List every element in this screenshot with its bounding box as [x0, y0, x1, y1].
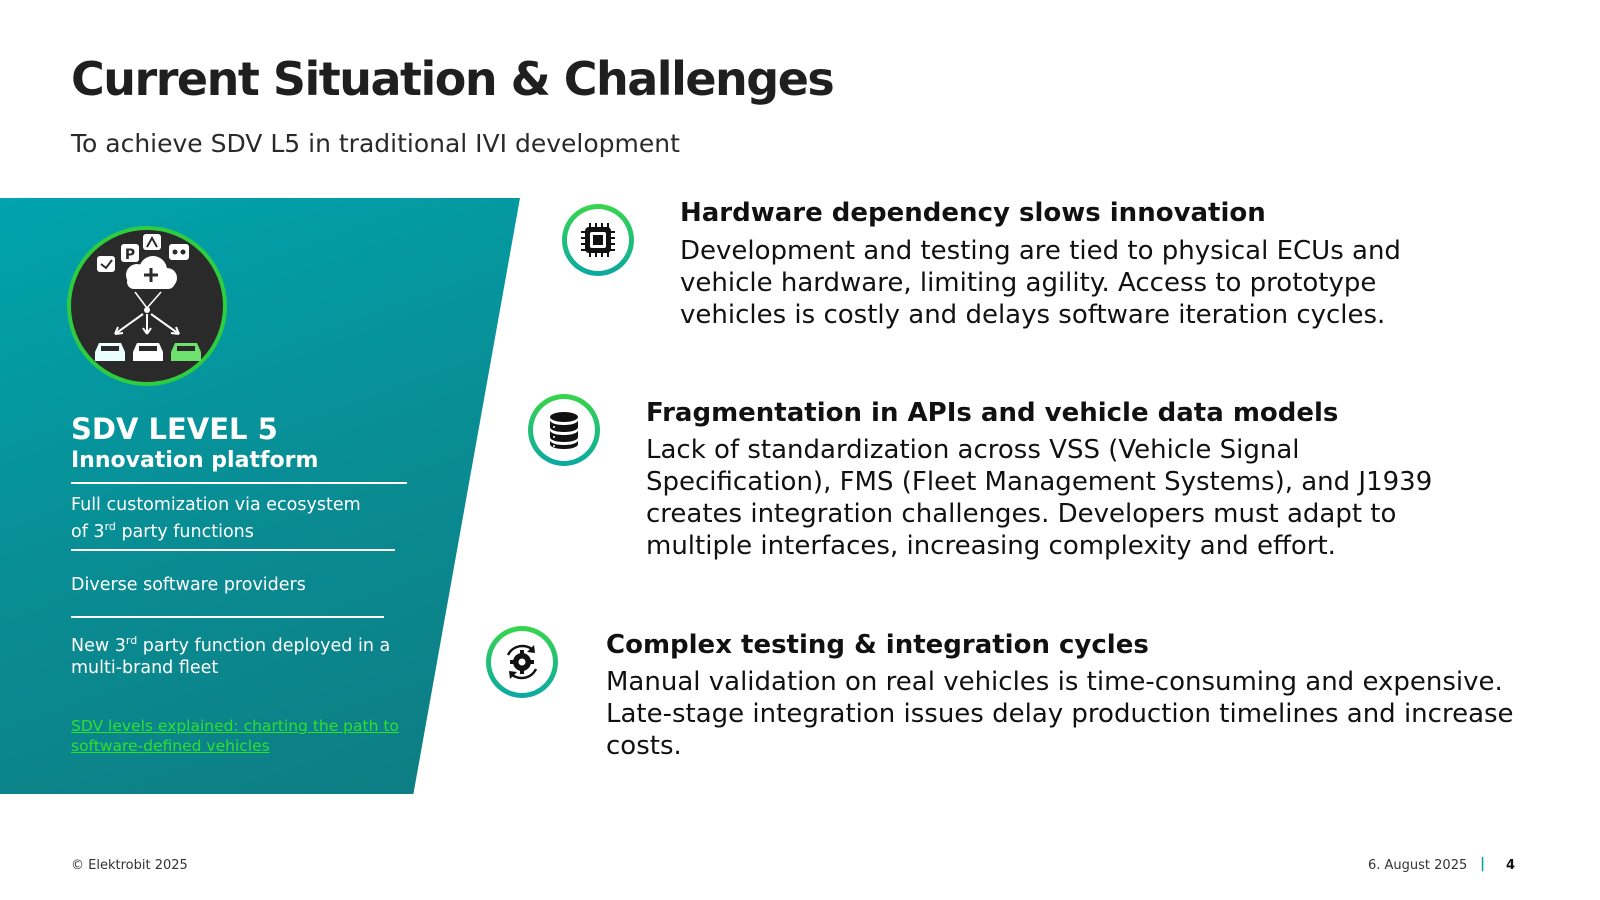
footer-copyright: © Elektrobit 2025	[71, 858, 188, 873]
page-number: 4	[1506, 858, 1516, 873]
panel-item-deployment: New 3rd party function deployed in a mul…	[71, 634, 391, 678]
slide-title: Current Situation & Challenges	[71, 52, 835, 106]
divider	[71, 616, 384, 618]
challenge-title: Fragmentation in APIs and vehicle data m…	[646, 398, 1339, 428]
sdv-levels-link[interactable]: SDV levels explained: charting the path …	[71, 717, 399, 755]
footer-separator: |	[1480, 856, 1486, 872]
slide-subtitle: To achieve SDV L5 in traditional IVI dev…	[71, 129, 680, 158]
panel-heading: SDV LEVEL 5	[71, 412, 278, 446]
svg-text:P: P	[125, 247, 135, 263]
challenge-text: Manual validation on real vehicles is ti…	[606, 667, 1514, 761]
divider	[71, 549, 395, 551]
footer-date: 6. August 2025	[1368, 858, 1468, 873]
challenge-text: Development and testing are tied to phys…	[680, 236, 1401, 330]
database-icon	[528, 394, 600, 466]
chip-icon	[562, 204, 634, 276]
panel-subheading: Innovation platform	[71, 448, 319, 473]
challenge-text: Lack of standardization across VSS (Vehi…	[646, 435, 1433, 561]
challenge-title: Complex testing & integration cycles	[606, 630, 1149, 660]
cloud-vehicle-network-icon: P	[67, 226, 227, 386]
panel-item-customization: Full customization via ecosystem of 3rd …	[71, 495, 361, 542]
gear-cycle-icon	[486, 626, 558, 698]
divider	[71, 482, 407, 484]
panel-item-providers: Diverse software providers	[71, 575, 306, 595]
challenge-title: Hardware dependency slows innovation	[680, 198, 1266, 228]
